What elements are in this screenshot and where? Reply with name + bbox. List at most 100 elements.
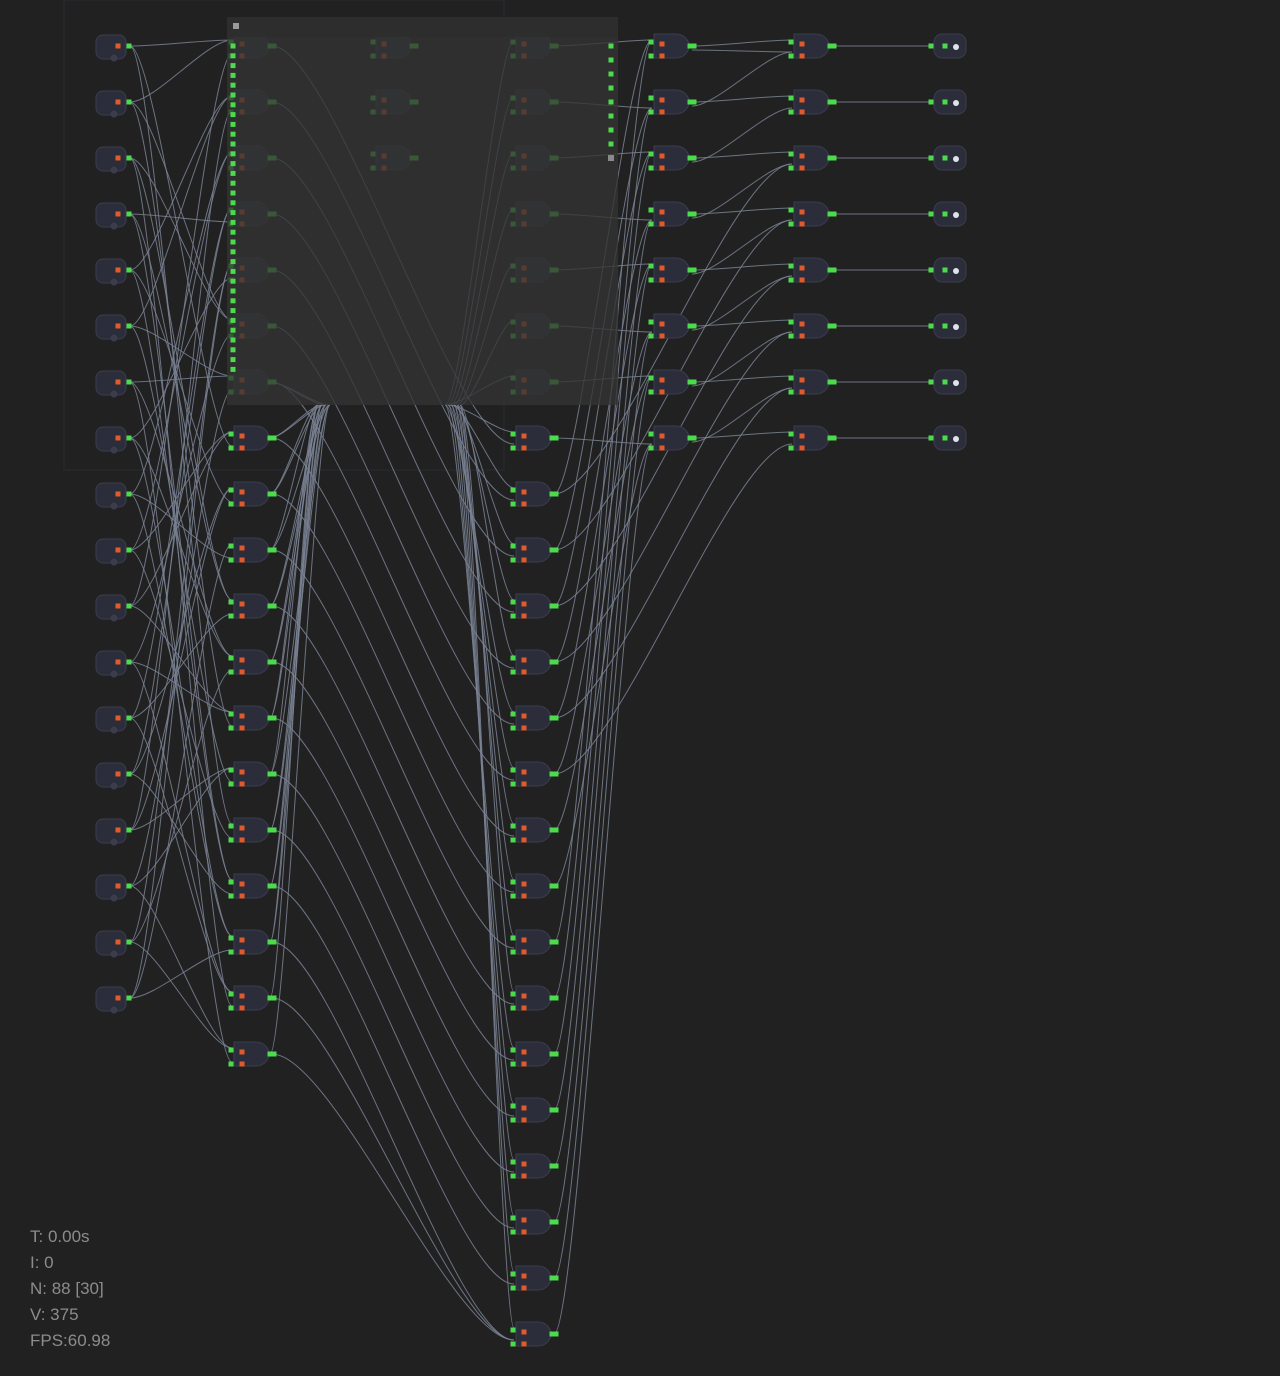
input-node[interactable] — [95, 202, 132, 230]
output-port[interactable] — [553, 1331, 559, 1337]
input-port[interactable] — [510, 1229, 516, 1235]
input-port[interactable] — [228, 599, 234, 605]
state-pin[interactable] — [521, 1105, 527, 1111]
state-pin[interactable] — [239, 669, 245, 675]
output-port[interactable] — [271, 491, 277, 497]
input-port[interactable] — [510, 1159, 516, 1165]
wire-or-to-or[interactable] — [691, 39, 793, 47]
input-port[interactable] — [228, 1061, 234, 1067]
selection-port[interactable] — [230, 288, 236, 294]
output-port[interactable] — [267, 771, 273, 777]
input-port[interactable] — [788, 109, 794, 115]
output-port[interactable] — [126, 939, 132, 945]
output-port[interactable] — [553, 1107, 559, 1113]
selection-port[interactable] — [608, 43, 614, 49]
wire-input-to-and[interactable] — [129, 95, 233, 327]
state-pin[interactable] — [521, 1049, 527, 1055]
output-port[interactable] — [549, 603, 555, 609]
state-pin[interactable] — [799, 433, 805, 439]
input-port[interactable] — [788, 95, 794, 101]
state-pin[interactable] — [521, 1341, 527, 1347]
output-port[interactable] — [831, 155, 837, 161]
input-port[interactable] — [942, 99, 948, 105]
output-port[interactable] — [126, 155, 132, 161]
state-pin[interactable] — [115, 211, 121, 217]
input-port[interactable] — [510, 711, 516, 717]
or-gate-node[interactable] — [648, 313, 697, 339]
state-pin[interactable] — [799, 445, 805, 451]
state-pin[interactable] — [521, 781, 527, 787]
input-port[interactable] — [928, 43, 934, 49]
wire-chain-to-or2[interactable] — [553, 387, 793, 719]
wire-input-to-and[interactable] — [129, 493, 233, 559]
input-port[interactable] — [510, 823, 516, 829]
output-port[interactable] — [549, 1219, 555, 1225]
selection-port[interactable] — [230, 141, 236, 147]
state-pin[interactable] — [239, 445, 245, 451]
output-port[interactable] — [267, 995, 273, 1001]
output-port[interactable] — [126, 883, 132, 889]
input-port[interactable] — [228, 613, 234, 619]
output-port[interactable] — [687, 43, 693, 49]
wire-or-to-or[interactable] — [691, 95, 793, 103]
chain-gate-node[interactable] — [510, 537, 559, 563]
selection-port[interactable] — [230, 151, 236, 157]
input-port[interactable] — [648, 431, 654, 437]
output-port[interactable] — [271, 771, 277, 777]
output-port[interactable] — [549, 1051, 555, 1057]
wire-bundle[interactable] — [269, 404, 319, 719]
wire-bundle[interactable] — [459, 404, 515, 657]
wire-input-to-and[interactable] — [129, 95, 233, 271]
state-pin[interactable] — [659, 221, 665, 227]
and-gate-node[interactable] — [228, 817, 277, 843]
state-pin[interactable] — [659, 41, 665, 47]
chain-gate-node[interactable] — [510, 817, 559, 843]
state-pin[interactable] — [799, 377, 805, 383]
output-port[interactable] — [126, 491, 132, 497]
state-pin[interactable] — [521, 445, 527, 451]
input-node[interactable] — [95, 370, 132, 398]
state-pin[interactable] — [521, 1217, 527, 1223]
or-gate-node[interactable] — [788, 33, 837, 59]
or-gate-node[interactable] — [648, 33, 697, 59]
wire-input-to-and[interactable] — [129, 263, 233, 943]
state-pin[interactable] — [239, 781, 245, 787]
output-port[interactable] — [687, 155, 693, 161]
output-node[interactable] — [928, 33, 967, 59]
output-port[interactable] — [549, 771, 555, 777]
output-port[interactable] — [271, 603, 277, 609]
wire-input-to-and[interactable] — [129, 39, 233, 103]
output-port[interactable] — [549, 883, 555, 889]
state-pin[interactable] — [799, 389, 805, 395]
wire-chain-to-or[interactable] — [553, 151, 653, 1055]
state-pin[interactable] — [799, 321, 805, 327]
input-port[interactable] — [788, 389, 794, 395]
input-port[interactable] — [228, 655, 234, 661]
input-port[interactable] — [510, 669, 516, 675]
input-port[interactable] — [510, 1341, 516, 1347]
selection-port[interactable] — [230, 259, 236, 265]
chain-gate-node[interactable] — [510, 929, 559, 955]
output-port[interactable] — [687, 267, 693, 273]
wire-input-to-and[interactable] — [129, 389, 233, 887]
input-port[interactable] — [228, 935, 234, 941]
input-port[interactable] — [928, 267, 934, 273]
wire-input-to-and[interactable] — [129, 151, 233, 551]
state-pin[interactable] — [799, 153, 805, 159]
wire-chain-to-or[interactable] — [553, 331, 653, 1223]
state-pin[interactable] — [521, 1161, 527, 1167]
input-port[interactable] — [648, 207, 654, 213]
output-port[interactable] — [553, 771, 559, 777]
selection-port[interactable] — [608, 71, 614, 77]
chain-gate-node[interactable] — [510, 985, 559, 1011]
output-port[interactable] — [553, 435, 559, 441]
input-port[interactable] — [648, 151, 654, 157]
selection-port[interactable] — [230, 317, 236, 323]
input-port[interactable] — [510, 725, 516, 731]
input-port[interactable] — [942, 435, 948, 441]
state-pin[interactable] — [799, 209, 805, 215]
wire-input-to-and[interactable] — [129, 549, 233, 839]
state-pin[interactable] — [521, 1173, 527, 1179]
wire-input-to-and[interactable] — [129, 157, 233, 1007]
